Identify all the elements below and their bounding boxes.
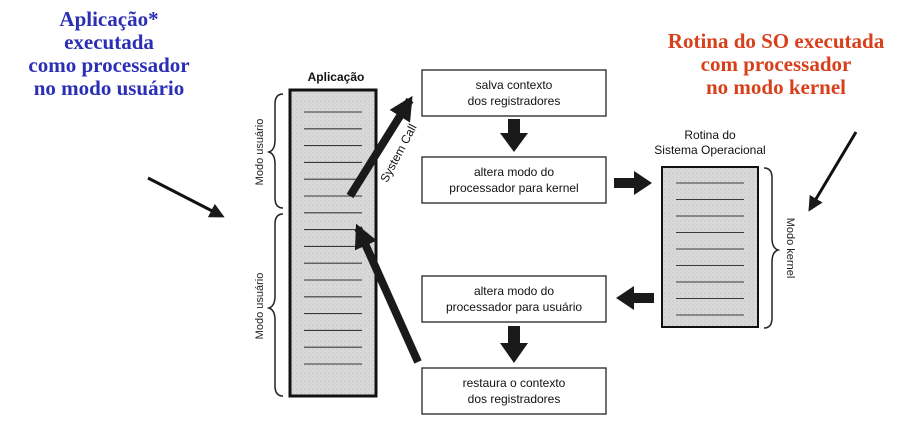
left-annotation-arrow [147, 176, 225, 218]
annotation-user-mode-line: no modo usuário [33, 76, 185, 100]
arrow-user-to-restore [500, 326, 528, 363]
os-routine-title-line2: Sistema Operacional [654, 143, 765, 157]
user-mode-bottom-label: Modo usuário [254, 273, 266, 340]
step-user-mode-line1: altera modo do [474, 284, 554, 298]
system-call-label: System Call [377, 122, 419, 185]
step-restore-context-box [421, 367, 607, 415]
application-code-lines [304, 111, 362, 365]
return-arrow [354, 223, 422, 364]
annotation-kernel-mode-line: Rotina do SO executada [667, 29, 885, 53]
arrow-from-os-routine [616, 286, 654, 310]
annotation-kernel-mode: Rotina do SO executada com processador n… [630, 30, 922, 99]
step-kernel-mode-line2: processador para kernel [449, 181, 578, 195]
arrow-save-to-kernel [500, 119, 528, 152]
step-restore-context-line2: dos registradores [468, 392, 561, 406]
user-mode-bottom-brace [266, 213, 284, 397]
system-call-arrow [346, 95, 414, 199]
step-kernel-mode-line1: altera modo do [474, 165, 554, 179]
user-mode-top-label: Modo usuário [254, 119, 266, 186]
step-user-mode-line2: processador para usuário [446, 300, 582, 314]
step-save-context-line2: dos registradores [468, 94, 561, 108]
annotation-kernel-mode-line: no modo kernel [705, 75, 846, 99]
step-user-mode-box [421, 275, 607, 323]
os-routine-block [661, 166, 759, 328]
step-kernel-mode-box [421, 156, 607, 204]
right-annotation-arrow [808, 131, 858, 212]
annotation-user-mode-line: como processador [28, 53, 190, 77]
annotation-user-mode-line: executada [64, 30, 154, 54]
arrow-to-os-routine [614, 171, 652, 195]
kernel-mode-label: Modo kernel [784, 218, 796, 279]
os-routine-code-lines [676, 182, 744, 316]
step-save-context-line1: salva contexto [476, 78, 553, 92]
user-mode-top-brace [266, 93, 284, 209]
annotation-user-mode: Aplicação* executada como processador no… [0, 8, 218, 100]
kernel-mode-brace [763, 167, 781, 329]
annotation-user-mode-line: Aplicação* [59, 7, 159, 31]
step-restore-context-line1: restaura o contexto [463, 376, 566, 390]
os-routine-title-line1: Rotina do [684, 128, 736, 142]
step-save-context-box [421, 69, 607, 117]
annotation-kernel-mode-line: com processador [700, 52, 852, 76]
application-title: Aplicação [308, 70, 365, 84]
